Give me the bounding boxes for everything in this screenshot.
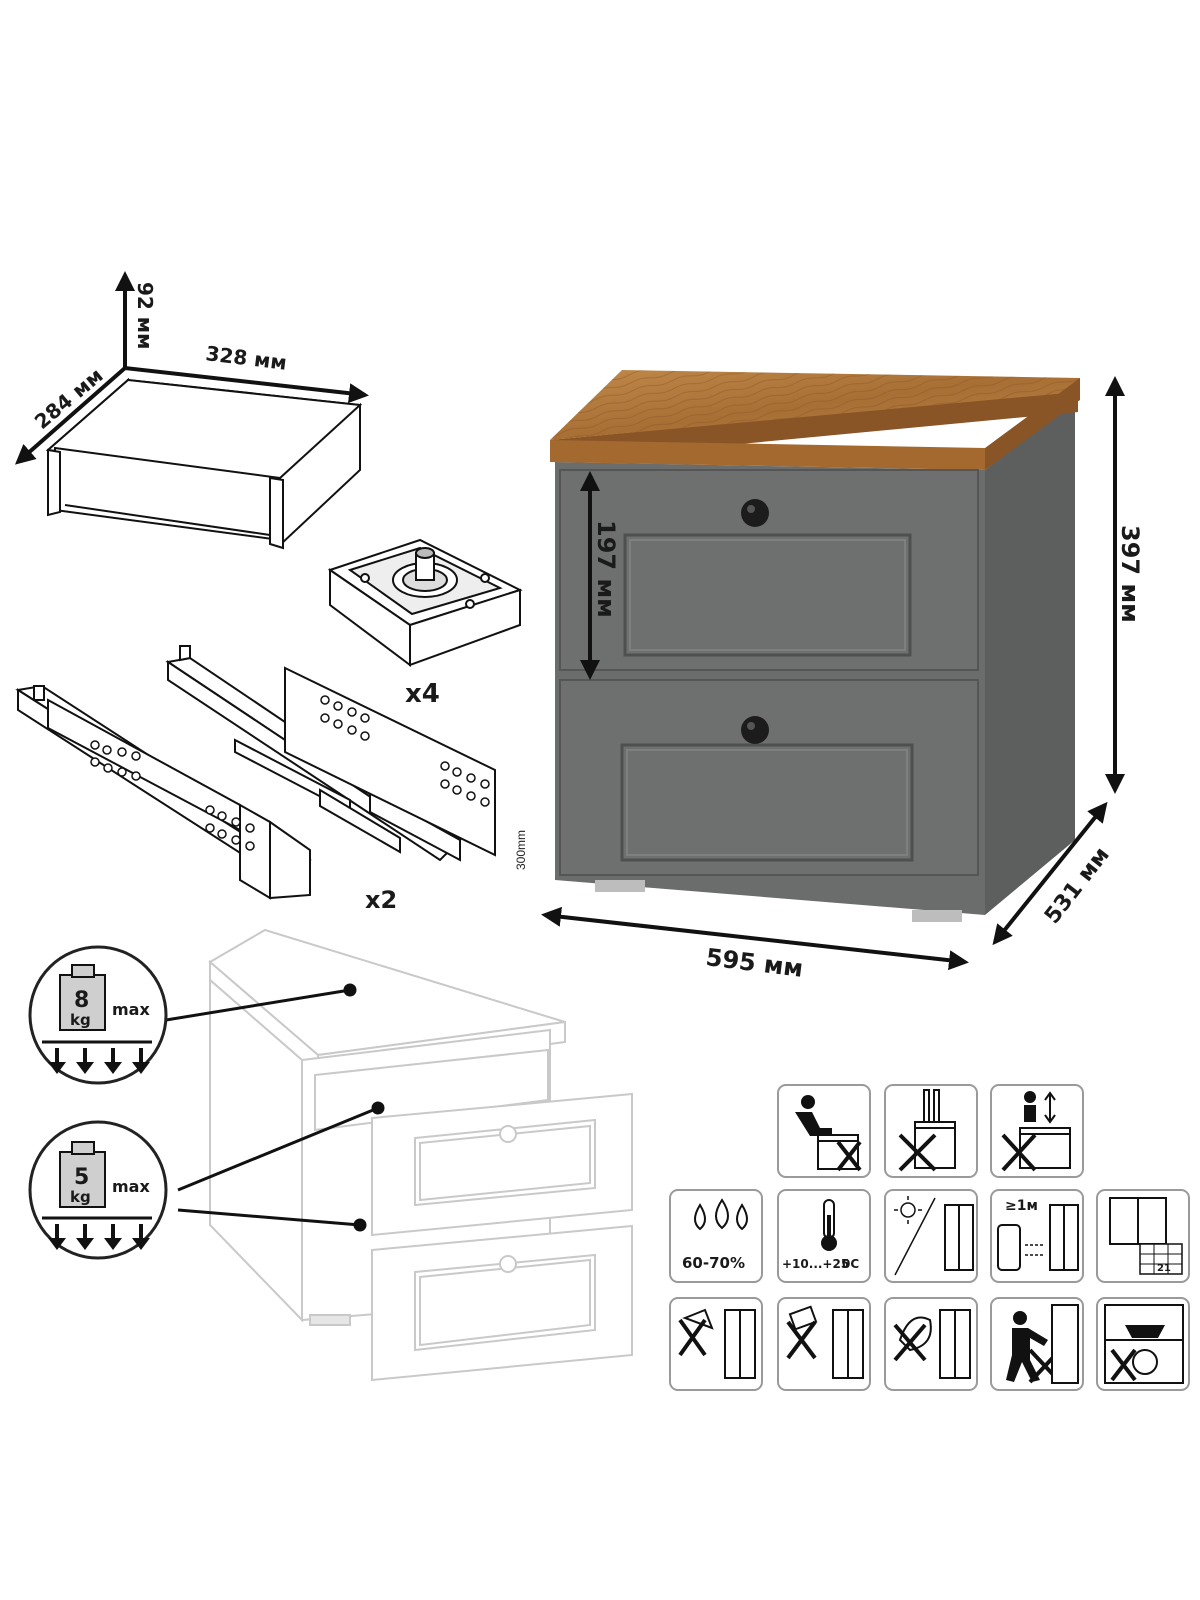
drawer-load-weight: 5 [74, 1165, 89, 1190]
top-load-badge [28, 945, 168, 1085]
no-solvent-icon [884, 1297, 978, 1391]
slide-quantity: x2 [365, 886, 397, 914]
no-overload-icon [1096, 1297, 1190, 1391]
heater-distance-icon [990, 1189, 1084, 1283]
drawer-box-drawing [45, 377, 363, 550]
no-standing-on-top-icon [884, 1084, 978, 1178]
load-callout-lines [165, 983, 385, 1232]
slide-holes [90, 695, 490, 851]
drawer-load-unit: kg [70, 1188, 91, 1206]
temperature-label: +10...+25 [782, 1257, 849, 1271]
load-cabinet-drawing [208, 928, 633, 1382]
no-sitting-on-top-icon [777, 1084, 871, 1178]
no-wet-cleaning-icon [669, 1297, 763, 1391]
temperature-icon [777, 1189, 871, 1283]
no-leaning-icon [990, 1297, 1084, 1391]
calendar-day-label: 21 [1157, 1263, 1171, 1274]
front-height-label: 197 мм [592, 520, 620, 618]
drawer-load-max: max [112, 1177, 150, 1196]
humidity-icon [669, 1189, 763, 1283]
no-direct-sunlight-icon [884, 1189, 978, 1283]
top-load-weight: 8 [74, 988, 89, 1013]
total-width-label: 595 мм [704, 943, 804, 983]
no-jumping-on-top-icon [990, 1084, 1084, 1178]
humidity-label: 60-70% [682, 1254, 745, 1272]
slide-length-label: 300mm [514, 830, 528, 870]
drawer-width-label: 328 мм [204, 341, 288, 375]
drawer-load-badge [28, 1120, 168, 1260]
no-abrasive-cleaner-icon [777, 1297, 871, 1391]
drawer-slides-drawing [15, 645, 496, 900]
top-load-unit: kg [70, 1011, 91, 1029]
total-height-label: 397 мм [1116, 525, 1144, 623]
drawer-height-label: 92 мм [133, 282, 157, 350]
top-load-max: max [112, 1000, 150, 1019]
temperature-unit: 0C [842, 1257, 859, 1271]
nightstand-drawing [550, 370, 1080, 922]
leveling-foot-drawing [327, 538, 523, 667]
drawer-dimension-lines [14, 271, 369, 465]
nightstand-dimension-lines [541, 376, 1125, 971]
heater-distance-label: ≥1м [1005, 1198, 1038, 1214]
leg-quantity: x4 [405, 679, 440, 709]
ventilation-icon [1096, 1189, 1190, 1283]
